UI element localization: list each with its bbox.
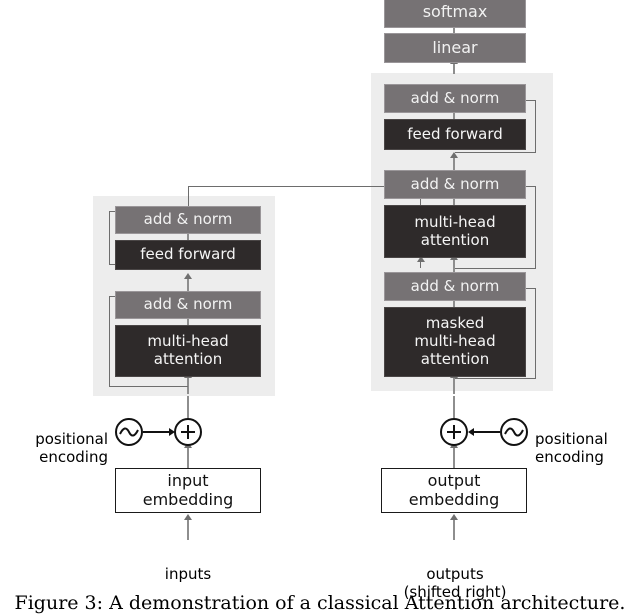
residual-dec3-top (523, 100, 535, 101)
input-positional-encoding-label: positional encoding (8, 412, 108, 466)
line-dec-masked-to-addnorm1 (453, 300, 455, 308)
residual-dec2-right (535, 186, 536, 269)
line-dec-addnorm2-to-ff (453, 156, 455, 170)
line-enc-out-up (188, 186, 189, 212)
output-embedding-line1: output (427, 470, 481, 490)
dec-add-norm-3-label: add & norm (410, 88, 500, 107)
input-sum-node (174, 418, 202, 446)
line-output-embedding-to-sum (453, 446, 455, 468)
dec-cross-attention-block: multi-head attention (384, 205, 526, 258)
dec-cross-attention-line2: attention (420, 230, 490, 249)
output-pe-line1: positional (535, 430, 608, 448)
arrow-outputs-to-embedding (450, 514, 458, 520)
arrow-enc-addnorm1-to-ff (184, 273, 192, 279)
outputs-label-line1: outputs (426, 565, 484, 583)
output-pe-line2: encoding (535, 448, 604, 466)
line-enc-attn-to-addnorm1 (187, 318, 189, 326)
input-pe-line1: positional (35, 430, 108, 448)
dec-add-norm-2-block: add & norm (384, 170, 526, 199)
line-outputs-to-embedding (453, 518, 455, 540)
outputs-label-line2: (shifted right) (403, 583, 507, 601)
line-decoder-to-linear (453, 62, 455, 74)
inputs-label: inputs (128, 547, 248, 583)
residual-dec2-top (523, 186, 535, 187)
residual-dec1-right (535, 288, 536, 379)
outputs-label: outputs (shifted right) (384, 547, 526, 601)
dec-add-norm-1-block: add & norm (384, 272, 526, 301)
arrow-pe-right-to-sum (468, 428, 474, 436)
input-embedding-block: input embedding (115, 468, 261, 513)
residual-dec2-bottom (455, 268, 535, 269)
residual-dec1-top (523, 288, 535, 289)
line-enc-out-right (188, 186, 420, 187)
enc-add-norm-2-block: add & norm (115, 206, 261, 234)
line-pe-right-to-sum (472, 431, 500, 433)
figure-caption-text: Figure 3: A demonstration of a classical… (14, 592, 626, 614)
enc-multi-head-attention-line1: multi-head (147, 332, 229, 351)
arrow-dec-addnorm2-to-ff (450, 152, 458, 158)
inputs-label-text: inputs (164, 565, 212, 583)
line-dec-input-to-masked (453, 376, 455, 394)
enc-multi-head-attention-line2: attention (153, 350, 223, 368)
output-embedding-block: output embedding (381, 468, 527, 513)
line-pe-left-to-sum (143, 431, 171, 433)
line-enc-ff-to-addnorm2 (187, 233, 189, 241)
line-enc-addnorm1-to-ff (187, 277, 189, 291)
input-embedding-line1: input (167, 470, 209, 490)
residual-enc1-bottom (109, 386, 188, 387)
enc-add-norm-1-label: add & norm (143, 295, 233, 314)
residual-dec3-bottom (455, 152, 535, 153)
figure-caption: Figure 3: A demonstration of a classical… (0, 592, 640, 614)
input-sum-plus-vertical (187, 425, 189, 439)
line-dec-addnorm1-to-cross (453, 258, 455, 272)
dec-cross-attention-line1: multi-head (414, 212, 496, 231)
residual-enc1-left (109, 296, 110, 387)
output-positional-encoding-label: positional encoding (535, 412, 640, 466)
arrow-inputs-to-embedding (184, 514, 192, 520)
input-embedding-line2: embedding (142, 489, 234, 509)
line-dec-ff-to-addnorm3 (453, 112, 455, 120)
output-embedding-line2: embedding (408, 489, 500, 509)
linear-label: linear (432, 37, 478, 57)
output-sine-wave-icon (500, 418, 528, 446)
dec-masked-attention-line1: masked (425, 314, 485, 333)
output-sum-node (440, 418, 468, 446)
enc-feed-forward-label: feed forward (140, 245, 236, 264)
residual-dec1-bottom (455, 378, 535, 379)
line-enc-out-stub (420, 258, 421, 268)
input-pe-line2: encoding (39, 448, 108, 466)
line-dec-cross-to-addnorm2 (453, 198, 455, 206)
linear-block: linear (384, 33, 526, 63)
enc-multi-head-attention-block: multi-head attention (115, 325, 261, 377)
line-inputs-to-embedding (187, 518, 189, 540)
dec-masked-attention-line2: multi-head (414, 332, 496, 351)
enc-feed-forward-block: feed forward (115, 240, 261, 270)
dec-add-norm-2-label: add & norm (410, 174, 500, 193)
residual-enc2-left (109, 211, 110, 265)
dec-masked-attention-line3: attention (420, 349, 490, 368)
input-sine-wave-icon (115, 418, 143, 446)
line-sum-to-encoder (187, 396, 189, 418)
enc-add-norm-1-block: add & norm (115, 291, 261, 319)
arrow-pe-left-to-sum (169, 428, 175, 436)
softmax-label: softmax (422, 2, 488, 22)
dec-masked-attention-block: masked multi-head attention (384, 307, 526, 377)
dec-add-norm-3-block: add & norm (384, 84, 526, 113)
line-sum-to-decoder (453, 396, 455, 418)
residual-dec3-right (535, 100, 536, 153)
line-input-embedding-to-sum (187, 446, 189, 468)
line-enc-input-to-attn (187, 376, 189, 394)
enc-add-norm-2-label: add & norm (143, 210, 233, 229)
dec-feed-forward-label: feed forward (407, 124, 503, 143)
line-linear-to-softmax (453, 28, 455, 37)
output-sum-plus-vertical (453, 425, 455, 439)
arrow-enc-out-into-cross (417, 256, 425, 262)
dec-feed-forward-block: feed forward (384, 119, 526, 150)
softmax-block: softmax (384, 0, 526, 28)
dec-add-norm-1-label: add & norm (410, 276, 500, 295)
